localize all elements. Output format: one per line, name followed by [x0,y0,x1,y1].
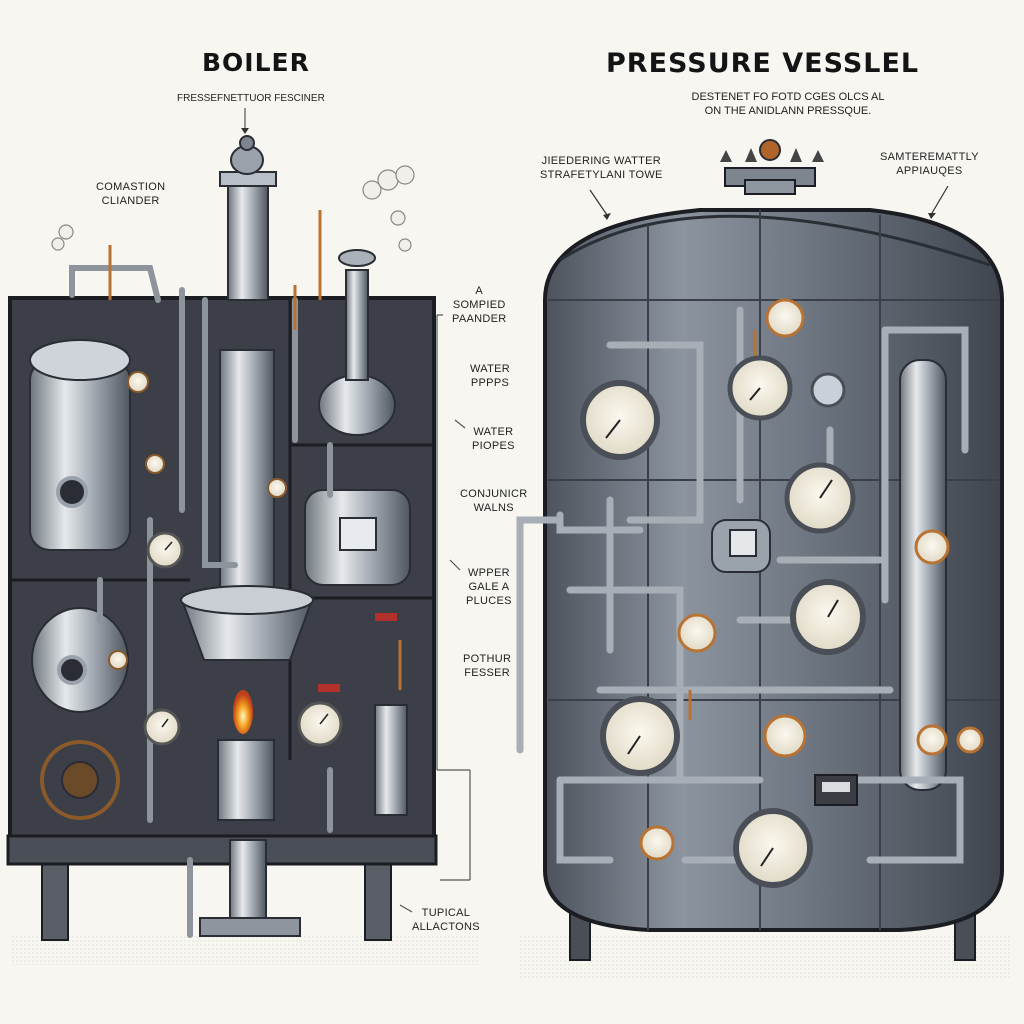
label-line: FESSER [464,667,511,679]
label-line: CONJUNICR [460,488,528,500]
boiler-base [6,834,438,866]
steam-puffs [51,165,415,252]
boiler-callout-lines [244,108,471,913]
storage-tank [29,359,131,551]
chimney [227,174,269,301]
label-line: A [475,285,484,297]
boiler-illustration [6,108,471,941]
vessel-callout-lines [589,185,949,216]
pressure-vessel-title: PRESSURE VESSLEL [606,48,920,79]
label-pothur-fesser: POTHUR FESSER [463,652,511,680]
vessel-ground-shadow [520,935,1010,980]
label-line: POTHUR [463,653,512,665]
vessel-subtitle: DESTENET FO FOTD CGES OLCS AL ON THE ANI… [658,90,918,118]
label-water-pipes-2: WATER PIOPES [472,425,515,453]
label-line: PLUCES [466,595,512,607]
label-wiper-gauges: WPPER GALE A PLUCES [466,566,512,608]
boiler-title: BOILER [202,48,310,77]
vessel-pipes [516,306,969,864]
valve-wheel [40,740,120,820]
boiler-leg [41,859,69,941]
label-safety-appliances: SAMTEREMATTLY APPIAUQES [880,150,979,178]
label-line: SOMPIED [452,299,506,311]
label-line: COMASTION [96,181,166,193]
label-line: PPPPS [470,377,510,389]
label-feeding-water: JIEEDERING WATTER STRAFETYLANI TOWE [540,154,663,182]
label-simplified-chamber: A SOMPIED PAANDER [452,284,506,326]
boiler-subtitle: FRESSEFNETTUOR FESCINER [177,93,325,104]
label-line: CLIANDER [101,195,160,207]
label-water-pipes-1: WATER PPPPS [470,362,510,390]
label-line: GALE A [468,581,510,593]
label-line: WATER [473,426,514,438]
vessel-subtitle-line: DESTENET FO FOTD CGES OLCS AL [691,91,885,103]
label-line: STRAFETYLANI TOWE [540,169,663,181]
label-typical-locations: TUPICAL ALLACTONS [412,906,480,934]
boiler-ground-shadow [10,935,480,965]
label-line: JIEEDERING WATTER [541,155,662,167]
boiler-leg [364,859,392,941]
label-line: SAMTEREMATTLY [880,151,979,163]
flask-vessel [318,374,396,436]
label-line: WALNS [473,502,514,514]
boiler-gauges [108,371,343,747]
safety-valve [759,139,781,161]
boiler-column [219,349,275,591]
label-line: TUPICAL [421,907,471,919]
label-line: ALLACTONS [412,921,480,933]
vessel-subtitle-line: ON THE ANIDLANN PRESSQUE. [704,105,872,117]
pressure-vessel-illustration [516,139,1004,961]
vessel-gauges [580,298,984,888]
label-line: PIOPES [472,440,515,452]
label-line: WPPER [467,567,510,579]
burner-flame [233,690,253,734]
sight-glass-column [899,359,947,791]
label-control-valves: CONJUNICR WALNS [460,487,527,515]
label-line: WATER [470,363,510,375]
label-line: PAANDER [452,313,507,325]
boiler-copper-lines [108,210,402,690]
label-combustion-chamber: COMASTION CLIANDER [96,180,165,208]
label-line: APPIAUQES [896,165,963,177]
